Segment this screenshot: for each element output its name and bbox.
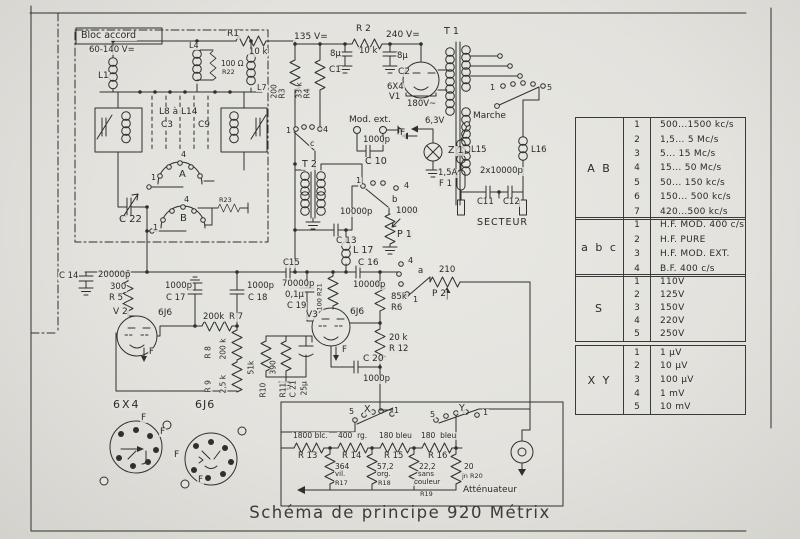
table-abc-modes: a b c 1 H.F. MOD. 400 c/s 2 H.F. PURE 3 H.F. …: [575, 217, 746, 277]
bloc-accord-border: [74, 29, 269, 243]
table-row: 4 220V: [624, 314, 745, 328]
table-cell-value: H.F. MOD. 400 c/s: [660, 220, 745, 231]
table-row: 2 1,5... 5 Mc/s: [624, 132, 745, 147]
table-row: 2 H.F. PURE: [624, 232, 745, 247]
table-xy-rows: 1 1 µV 2 10 µV 3 100 µV 4 1 mV 5 10 mV: [624, 346, 745, 414]
table-cell-value: 220V: [660, 316, 685, 327]
table-cell-value: 1,5... 5 Mc/s: [660, 134, 719, 145]
table-cell-num: 3: [624, 247, 651, 262]
table-cell-value: 15... 50 Mc/s: [660, 163, 722, 174]
table-row: 4 15... 50 Mc/s: [624, 161, 745, 176]
table-s-mains: S 1 110V 2 125V 3 150V 4 220V 5 250V: [575, 274, 746, 342]
table-cell-num: 4: [624, 161, 651, 176]
table-cell-value: 250V: [660, 329, 685, 340]
table-cell-value: 10 mV: [660, 402, 691, 413]
table-cell-num: 4: [624, 386, 651, 401]
table-cell-value: H.F. PURE: [660, 234, 706, 245]
table-cell-num: 5: [624, 175, 651, 191]
table-cell-value: 125V: [660, 289, 685, 300]
table-cell-value: B.F. 400 c/s: [660, 263, 715, 274]
table-cell-num: 2: [624, 232, 651, 247]
table-cell-num: 1: [624, 118, 651, 133]
table-cell-num: 1: [624, 275, 651, 289]
outer-border: [29, 5, 772, 532]
table-row: 1 1 µV: [624, 346, 745, 360]
table-row: 2 10 µV: [624, 359, 745, 374]
table-cell-num: 6: [624, 190, 651, 205]
table-row: 1 500...1500 kc/s: [624, 118, 745, 133]
table-cell-num: 3: [624, 146, 651, 162]
chassis-dashdot-border: [30, 12, 59, 334]
table-cell-num: 3: [624, 373, 651, 387]
table-row: 1 110V: [624, 275, 745, 289]
table-row: 1 H.F. MOD. 400 c/s: [624, 218, 745, 233]
table-cell-value: 150V: [660, 303, 685, 313]
table-row: 5 250V: [624, 327, 745, 342]
table-cell-value: 150... 500 kc/s: [660, 192, 732, 203]
table-ab-ranges: A B 1 500...1500 kc/s 2 1,5... 5 Mc/s 3 5... …: [575, 117, 746, 220]
table-cell-value: H.F. MOD. EXT.: [660, 249, 730, 260]
table-cell-num: 2: [624, 132, 651, 147]
bloc-accord-label-box: [75, 27, 163, 45]
table-cell-num: 3: [624, 301, 651, 315]
attenuator-box: [280, 401, 564, 507]
table-cell-value: 1 µV: [660, 347, 682, 358]
table-cell-num: 2: [624, 359, 651, 374]
table-row: 7 420...500 kc/s: [624, 204, 745, 219]
table-cell-value: 1 mV: [660, 388, 685, 399]
table-row: 2 125V: [624, 288, 745, 302]
table-cell-value: 50... 150 kc/s: [660, 177, 726, 188]
table-cell-value: 110V: [660, 276, 685, 287]
table-s-label: S: [576, 275, 624, 341]
table-ab-rows: 1 500...1500 kc/s 2 1,5... 5 Mc/s 3 5... 15 M…: [624, 118, 745, 219]
table-cell-num: 1: [624, 218, 651, 233]
table-row: 5 50... 150 kc/s: [624, 175, 745, 191]
table-xy-output: X Y 1 1 µV 2 10 µV 3 100 µV 4 1 mV 5 10 mV: [575, 345, 746, 415]
table-cell-num: 7: [624, 204, 651, 219]
table-row: 3 H.F. MOD. EXT.: [624, 247, 745, 262]
table-row: 6 150... 500 kc/s: [624, 190, 745, 205]
table-row: 3 5... 15 Mc/s: [624, 146, 745, 162]
table-cell-value: 420...500 kc/s: [660, 206, 728, 217]
table-row: 3 150V: [624, 301, 745, 315]
table-xy-label: X Y: [576, 346, 624, 414]
table-row: 5 10 mV: [624, 400, 745, 414]
table-cell-value: 5... 15 Mc/s: [660, 149, 716, 160]
table-abc-label: a b c: [576, 218, 624, 276]
table-cell-num: 5: [624, 327, 651, 342]
table-cell-num: 4: [624, 314, 651, 328]
table-cell-value: 500...1500 kc/s: [660, 120, 734, 131]
table-cell-value: 100 µV: [660, 374, 694, 385]
table-row: 4 1 mV: [624, 386, 745, 401]
schematic-title: Schéma de principe 920 Métrix: [249, 503, 551, 522]
table-cell-value: 10 µV: [660, 361, 688, 372]
table-cell-num: 1: [624, 346, 651, 360]
table-cell-num: 2: [624, 288, 651, 302]
table-s-rows: 1 110V 2 125V 3 150V 4 220V 5 250V: [624, 275, 745, 342]
table-ab-label: A B: [576, 118, 624, 219]
table-row: 3 100 µV: [624, 373, 745, 387]
table-cell-num: 5: [624, 400, 651, 414]
table-abc-rows: 1 H.F. MOD. 400 c/s 2 H.F. PURE 3 H.F. MOD. E…: [624, 218, 745, 276]
table-cell-num: 4: [624, 261, 651, 276]
table-row: 4 B.F. 400 c/s: [624, 261, 745, 276]
